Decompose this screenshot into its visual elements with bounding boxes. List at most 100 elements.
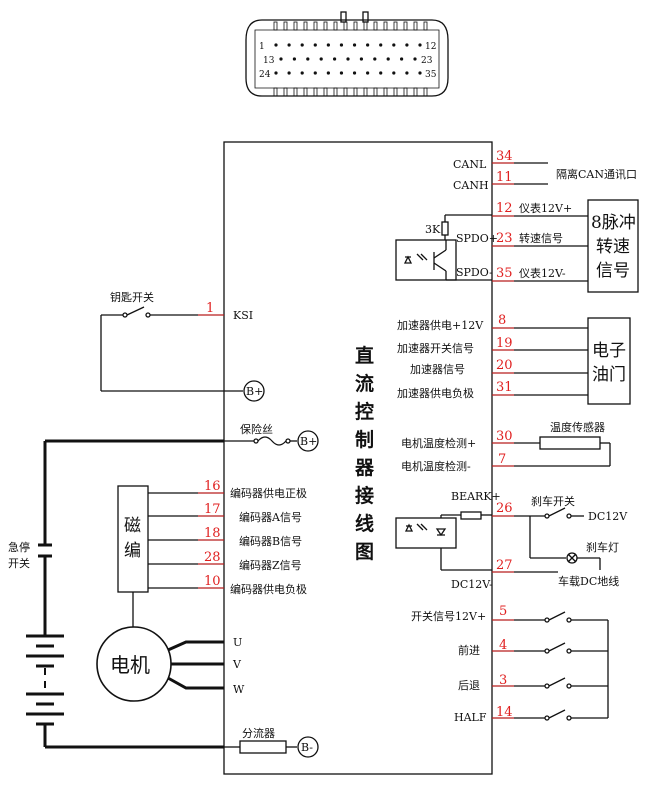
pin-31: 31 (496, 380, 513, 395)
connector-pin (339, 43, 344, 47)
connector-row3-left: 24 (259, 70, 271, 80)
pin-4: 4 (499, 638, 507, 653)
throttle-label: 加速器供电负极 (397, 386, 474, 400)
pin-3: 3 (499, 673, 507, 688)
connector-pin (300, 71, 304, 75)
connector-pins (274, 43, 422, 75)
connector-row2-right: 23 (421, 56, 433, 66)
brake-optocoupler (395, 517, 457, 549)
pin-19: 19 (496, 336, 513, 351)
temp-label-plus: 电机温度检测+ (401, 436, 476, 450)
dc12v-minus-label: DC12V- (451, 578, 493, 591)
fuse-label: 保险丝 (240, 422, 273, 436)
brake-lamp-label: 刹车灯 (586, 540, 619, 554)
power-section: 钥匙开关 KSI 1 B+ 保险丝 B+ 急停 开关 (8, 290, 319, 758)
phase-u-label: U (233, 636, 242, 649)
switch-label-12v: 开关信号12V+ (411, 609, 486, 623)
title-char: 制 (355, 428, 374, 451)
spdo-plus-label: SPDO+ (456, 232, 498, 245)
connector-pin (379, 71, 383, 75)
phase-u-wire (167, 640, 224, 652)
connector-pin (352, 43, 357, 47)
throttle-section: 加速器供电+12V 加速器开关信号 加速器信号 加速器供电负极 8 19 20 … (397, 313, 631, 405)
b-plus-node (243, 380, 265, 402)
connector-pin (313, 43, 317, 47)
b-plus-node (297, 430, 319, 452)
connector-row2-left: 13 (263, 56, 275, 66)
encoder-box-line: 编 (124, 541, 141, 561)
temp-label-minus: 电机温度检测- (401, 459, 471, 473)
motor-section: 电机 U V W (96, 626, 245, 702)
connector-pin (352, 71, 357, 75)
encoder-box (117, 485, 149, 593)
connector-pin (300, 43, 304, 47)
connector-pin (366, 43, 370, 47)
estop-label: 急停 (8, 540, 30, 554)
b-plus-label: B+ (246, 385, 263, 398)
connector-pin (418, 43, 422, 47)
switch-contact (548, 642, 566, 652)
title-char: 流 (355, 372, 374, 395)
connector-pin (359, 57, 363, 61)
connector: 1 12 13 23 24 35 (245, 11, 449, 97)
resistor-3k (441, 221, 449, 236)
connector-row1-right: 12 (425, 42, 436, 52)
pulse-box-line: 转速 (596, 237, 630, 257)
pin-18: 18 (204, 526, 221, 541)
connector-pin (287, 43, 291, 47)
pin-markers (198, 162, 514, 719)
connector-pin (379, 43, 383, 47)
connector-pin (405, 43, 409, 47)
throttle-box-line: 油门 (592, 365, 626, 385)
b-minus-node (297, 736, 319, 758)
battery (26, 634, 64, 726)
switch-contact (548, 677, 566, 687)
encoder-box-line: 磁 (124, 516, 141, 536)
throttle-box-line: 电子 (592, 341, 626, 361)
pin-1: 1 (206, 301, 214, 316)
pulse-label-12v: 仪表12V+ (519, 201, 572, 215)
switch-label-reverse: 后退 (458, 679, 480, 692)
connector-pin (400, 57, 404, 61)
pin-23: 23 (496, 231, 513, 246)
temperature-section: 电机温度检测+ 电机温度检测- 30 7 温度传感器 (401, 420, 611, 473)
can-desc: 隔离CAN通讯口 (556, 167, 637, 181)
encoder-label: 编码器B信号 (239, 534, 302, 548)
shunt-label: 分流器 (242, 726, 275, 740)
ksi-label: KSI (233, 309, 253, 322)
brake-switch-label: 刹车开关 (531, 494, 575, 508)
pin-17: 17 (204, 502, 221, 517)
brake-section: BEARK+ DC12V- 26 27 刹车开关 DC12V 刹车灯 车载DC地… (395, 490, 628, 591)
throttle-label: 加速器信号 (410, 363, 465, 376)
connector-pin (274, 71, 278, 75)
connector-teeth-bottom (273, 87, 428, 97)
can-l-label: CANL (453, 158, 487, 171)
switch-section: 开关信号12V+ 前进 后退 HALF 5 4 3 14 (411, 604, 609, 724)
pin-30: 30 (496, 429, 513, 444)
connector-row1-left: 1 (259, 42, 265, 52)
throttle-label: 加速器供电+12V (397, 318, 484, 332)
throttle-box (587, 317, 631, 405)
connector-pin (413, 57, 417, 61)
pin-11: 11 (496, 170, 513, 185)
connector-inner (254, 29, 440, 89)
connector-pin (366, 71, 370, 75)
pin-20: 20 (496, 358, 513, 373)
connector-key (362, 11, 369, 23)
motor-label: 电机 (110, 653, 150, 677)
can-port: CANL CANH 34 11 隔离CAN通讯口 (453, 149, 637, 192)
key-switch-label: 钥匙开关 (110, 290, 154, 304)
pulse-box (587, 199, 639, 293)
connector-pin (405, 71, 409, 75)
connector-pin (313, 71, 317, 75)
connector-teeth-top (273, 21, 428, 31)
title-char: 图 (355, 541, 374, 563)
encoder-label: 编码器供电正极 (230, 486, 307, 500)
connector-outline (245, 19, 449, 97)
encoder-label: 编码器A信号 (239, 510, 302, 524)
connector-pin (274, 43, 278, 47)
phase-w-label: W (233, 683, 245, 696)
can-h-label: CANH (453, 179, 489, 192)
connector-pin (333, 57, 337, 61)
pin-26: 26 (496, 501, 513, 516)
